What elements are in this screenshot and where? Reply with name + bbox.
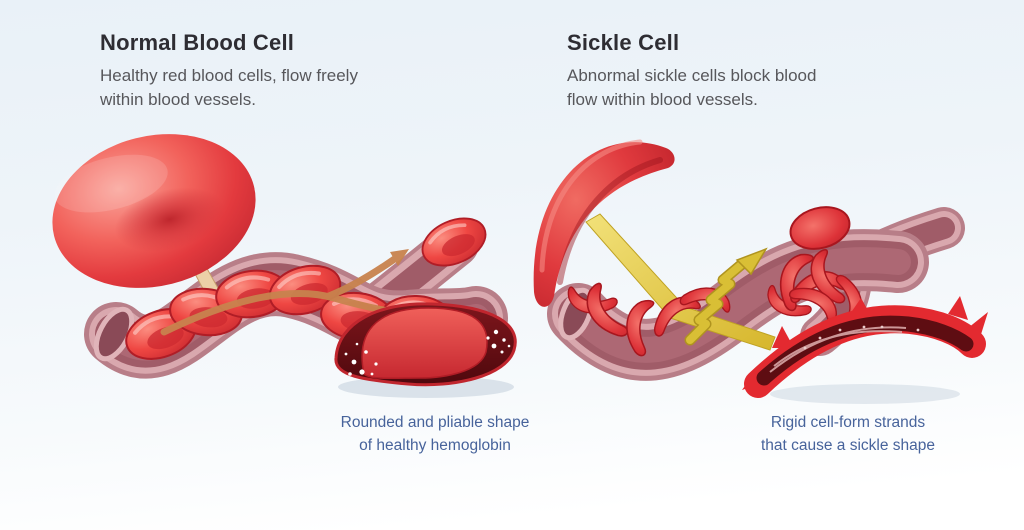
sickle-desc-line-2: flow within blood vessels.	[567, 90, 758, 109]
sickle-caption-line-1: Rigid cell-form strands	[770, 414, 926, 431]
blood-vessel-sickle	[547, 207, 965, 381]
normal-panel-description: Healthy red blood cells, flow freely wit…	[100, 64, 358, 112]
normal-red-blood-cell	[52, 134, 256, 288]
normal-caption: Rounded and pliable shape of healthy hem…	[330, 411, 540, 457]
sickle-panel-title: Sickle Cell	[567, 30, 680, 55]
hemoglobin-cut-cell	[334, 302, 517, 398]
normal-desc-line-2: within blood vessels.	[100, 90, 256, 109]
normal-desc-line-1: Healthy red blood cells, flow freely	[100, 66, 358, 85]
normal-panel-title: Normal Blood Cell	[100, 30, 295, 55]
hemoglobin-dots	[344, 329, 511, 376]
sickle-strand-cell	[742, 296, 988, 404]
trapped-round-cell	[789, 206, 851, 250]
sickle-panel-description: Abnormal sickle cells block blood flow w…	[567, 64, 816, 112]
strand-dots	[803, 325, 920, 350]
sickle-desc-line-1: Abnormal sickle cells block blood	[567, 66, 817, 85]
blocking-sickle-cells	[567, 206, 871, 359]
sickle-caption-line-2: that cause a sickle shape	[760, 437, 936, 454]
normal-caption-line-2: of healthy hemoglobin	[359, 437, 511, 454]
vessel-main-tube-sickle	[547, 229, 929, 381]
sickle-cell-blockage-illustration	[533, 139, 988, 404]
fiber-strands	[769, 326, 907, 373]
jagged-flow-arrow	[684, 247, 768, 346]
sickle-caption: Rigid cell-form strands that cause a sic…	[748, 411, 948, 457]
normal-blood-flow-illustration	[52, 134, 517, 398]
sickle-cell-large	[533, 139, 675, 307]
normal-caption-line-1: Rounded and pliable shape	[340, 414, 530, 431]
